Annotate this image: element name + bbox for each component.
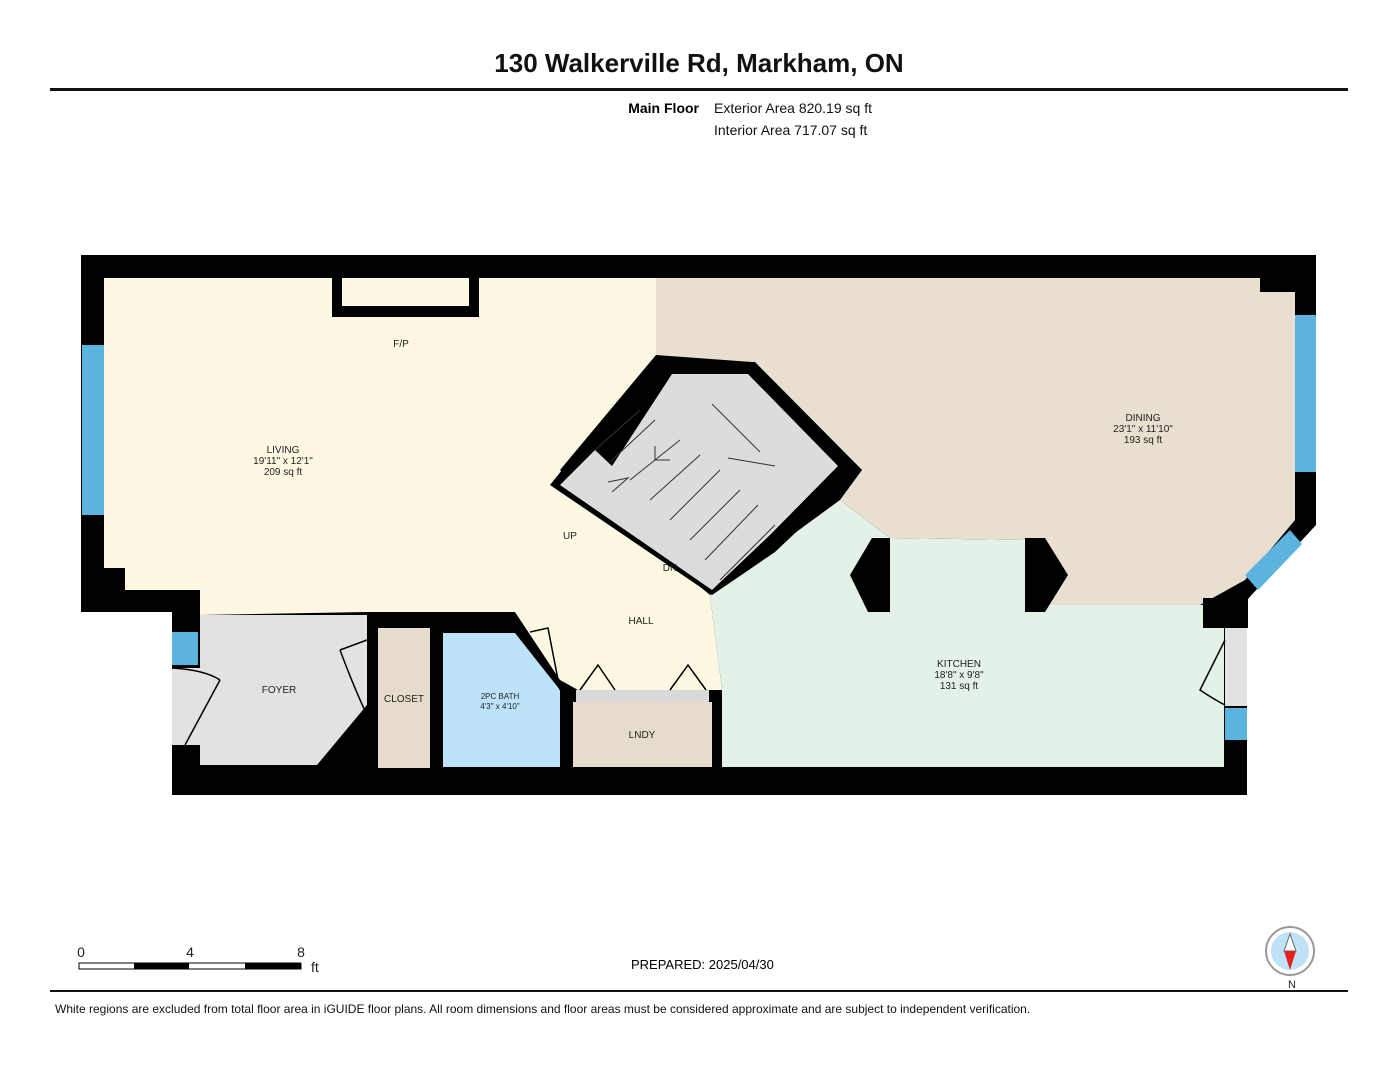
closet-label: CLOSET — [384, 694, 424, 705]
laundry — [573, 702, 712, 767]
living-dims: 19'11" x 12'1" — [253, 456, 313, 467]
laundry-doors — [576, 690, 709, 702]
disclaimer: White regions are excluded from total fl… — [55, 1002, 1031, 1016]
window — [172, 632, 198, 665]
exterior-area: Exterior Area 820.19 sq ft — [714, 100, 872, 116]
kitchen-label: KITCHEN — [937, 659, 981, 670]
stair-treads — [560, 374, 838, 590]
foyer — [200, 615, 367, 765]
kitchen — [710, 500, 1224, 767]
interior-wall — [430, 620, 443, 770]
stairs-down-label: DN — [663, 563, 677, 574]
compass-label: N — [1288, 979, 1296, 991]
scale-tick: 4 — [186, 944, 194, 960]
fireplace-label: F/P — [393, 339, 409, 350]
interior-wall — [1203, 598, 1248, 628]
closet — [378, 628, 430, 768]
page-title: 130 Walkerville Rd, Markham, ON — [494, 48, 904, 78]
bath-dims: 4'3" x 4'10" — [480, 702, 520, 711]
scale-bar: 0 4 8 ft — [77, 944, 319, 975]
windows — [82, 315, 1316, 740]
dining-label: DINING — [1126, 413, 1161, 424]
foyer-label: FOYER — [262, 685, 296, 696]
kitchen-area: 131 sq ft — [940, 681, 979, 692]
dining-dims: 23'1" x 11'10" — [1113, 424, 1173, 435]
living-area: 209 sq ft — [264, 467, 303, 478]
pillar — [1025, 538, 1068, 612]
pillar — [850, 538, 890, 612]
interior-wall — [560, 690, 573, 770]
prepared-date: PREPARED: 2025/04/30 — [631, 957, 774, 972]
dining-area: 193 sq ft — [1124, 435, 1163, 446]
floor-name: Main Floor — [628, 100, 699, 116]
living-room — [104, 278, 722, 690]
window — [1295, 315, 1316, 472]
fireplace — [342, 278, 469, 306]
header-divider — [50, 88, 1348, 91]
interior-wall — [712, 690, 722, 770]
kitchen-dims: 18'8" x 9'8" — [934, 670, 984, 681]
scale-tick: 0 — [77, 944, 85, 960]
laundry-label: LNDY — [629, 730, 656, 741]
scale-tick: 8 — [297, 944, 305, 960]
scale-unit: ft — [311, 959, 319, 975]
stair-lines — [594, 403, 776, 581]
window — [82, 345, 104, 515]
footer-divider — [50, 990, 1348, 992]
living-label: LIVING — [267, 445, 300, 456]
doors — [171, 627, 1247, 746]
window — [1225, 708, 1247, 740]
compass-icon: N — [1265, 926, 1315, 991]
stairs-up-label: UP — [563, 531, 577, 542]
bath-label: 2PC BATH — [481, 692, 520, 701]
dining-room — [656, 278, 1295, 605]
interior-area: Interior Area 717.07 sq ft — [714, 122, 868, 138]
bathroom — [443, 633, 560, 767]
window — [1245, 530, 1302, 590]
hall-label: HALL — [628, 616, 653, 627]
